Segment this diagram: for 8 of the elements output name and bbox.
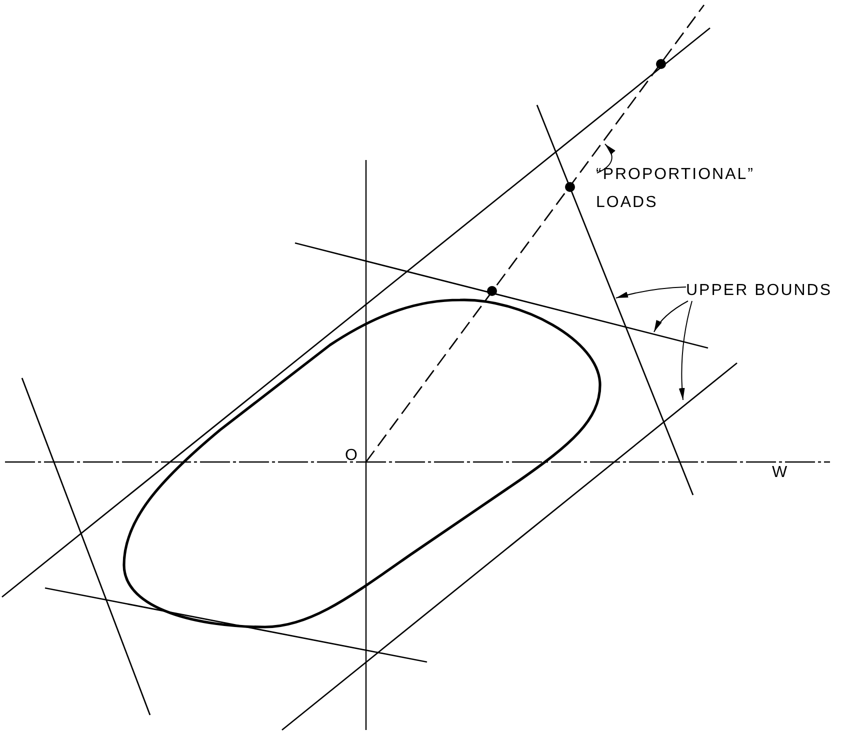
- leader-line: [596, 144, 616, 174]
- callout-label: “PROPORTIONAL” LOADS: [596, 165, 756, 213]
- axis-label: W: [772, 463, 788, 483]
- callout-label: UPPER BOUNDS: [686, 281, 834, 301]
- leader-line: [654, 300, 688, 332]
- axis-label: O: [345, 446, 358, 466]
- leader-line: [616, 286, 686, 298]
- leader-line: [679, 300, 692, 400]
